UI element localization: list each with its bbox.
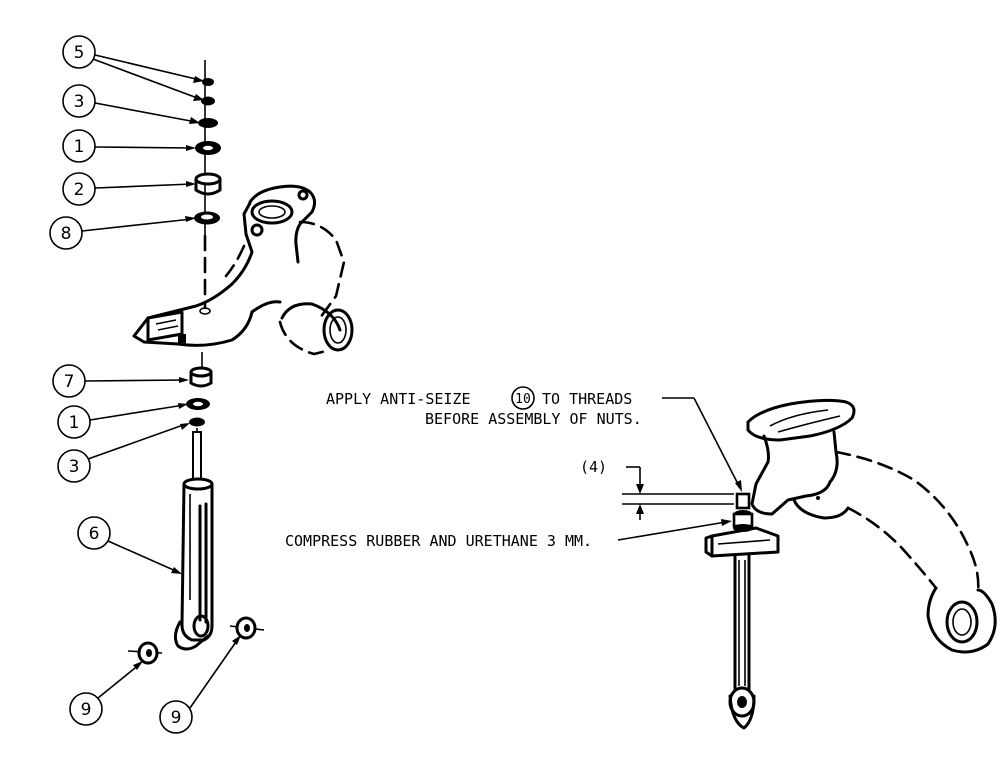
spacer-7 xyxy=(189,366,213,388)
assembled-view xyxy=(704,398,997,730)
note-compress: COMPRESS RUBBER AND URETHANE 3 MM. xyxy=(285,519,732,550)
top-nut xyxy=(735,492,751,510)
note-anti-seize: APPLY ANTI-SEIZE 10 TO THREADS BEFORE AS… xyxy=(326,386,742,492)
balloon-1-upper: 1 xyxy=(62,129,196,163)
balloon-6: 6 xyxy=(77,516,182,574)
svg-text:2: 2 xyxy=(74,180,85,200)
nut-5-lower xyxy=(201,96,215,106)
balloon-3-upper: 3 xyxy=(62,84,200,124)
steering-arm-inner xyxy=(846,506,938,590)
svg-text:5: 5 xyxy=(74,43,85,63)
balloon-2: 2 xyxy=(62,172,196,206)
shock-assembled xyxy=(733,554,751,692)
svg-text:9: 9 xyxy=(81,700,92,720)
svg-text:9: 9 xyxy=(171,708,182,728)
balloon-9-left: 9 xyxy=(69,661,143,726)
shock-absorber-6 xyxy=(173,428,214,651)
balloon-10 xyxy=(511,386,535,410)
svg-text:7: 7 xyxy=(64,372,75,392)
svg-text:3: 3 xyxy=(74,92,85,112)
svg-text:8: 8 xyxy=(61,224,72,244)
svg-text:BEFORE ASSEMBLY OF NUTS.: BEFORE ASSEMBLY OF NUTS. xyxy=(425,410,642,428)
svg-text:1: 1 xyxy=(69,413,80,433)
svg-text:3: 3 xyxy=(69,457,80,477)
nut-5-upper xyxy=(202,78,214,86)
svg-text:1: 1 xyxy=(74,137,85,157)
dimension-label: (4) xyxy=(580,458,607,476)
bushing-9-left xyxy=(127,641,163,665)
washer-1-lower xyxy=(186,398,210,410)
svg-text:COMPRESS RUBBER AND URETHANE 3: COMPRESS RUBBER AND URETHANE 3 MM. xyxy=(285,532,592,550)
balloon-9-right: 9 xyxy=(159,635,241,734)
bushing-9-right xyxy=(229,616,265,640)
svg-text:6: 6 xyxy=(89,524,100,544)
arm-eye xyxy=(945,600,979,644)
steering-arm-outer xyxy=(834,450,980,594)
part-balloons: 5 3 1 2 8 xyxy=(49,35,241,734)
balloon-3-lower: 3 xyxy=(57,423,190,483)
dimension-4: (4) xyxy=(580,458,734,520)
balloon-5: 5 xyxy=(62,35,204,101)
knuckle-exploded xyxy=(132,184,354,356)
balloon-1-lower: 1 xyxy=(57,403,188,439)
balloon-7: 7 xyxy=(52,364,189,398)
svg-text:TO THREADS: TO THREADS xyxy=(542,390,632,408)
washer-3 xyxy=(198,118,218,128)
exploded-view xyxy=(127,60,354,665)
balloon-8: 8 xyxy=(49,216,196,250)
svg-text:APPLY ANTI-SEIZE: APPLY ANTI-SEIZE xyxy=(326,390,471,408)
steering-arm-end xyxy=(926,586,997,654)
washer-3-lower xyxy=(189,417,205,427)
svg-text:10: 10 xyxy=(515,392,531,407)
knuckle-body xyxy=(750,430,839,516)
washer-8 xyxy=(194,211,220,225)
knuckle-top-plate xyxy=(746,398,856,442)
bushing-2 xyxy=(194,172,222,196)
